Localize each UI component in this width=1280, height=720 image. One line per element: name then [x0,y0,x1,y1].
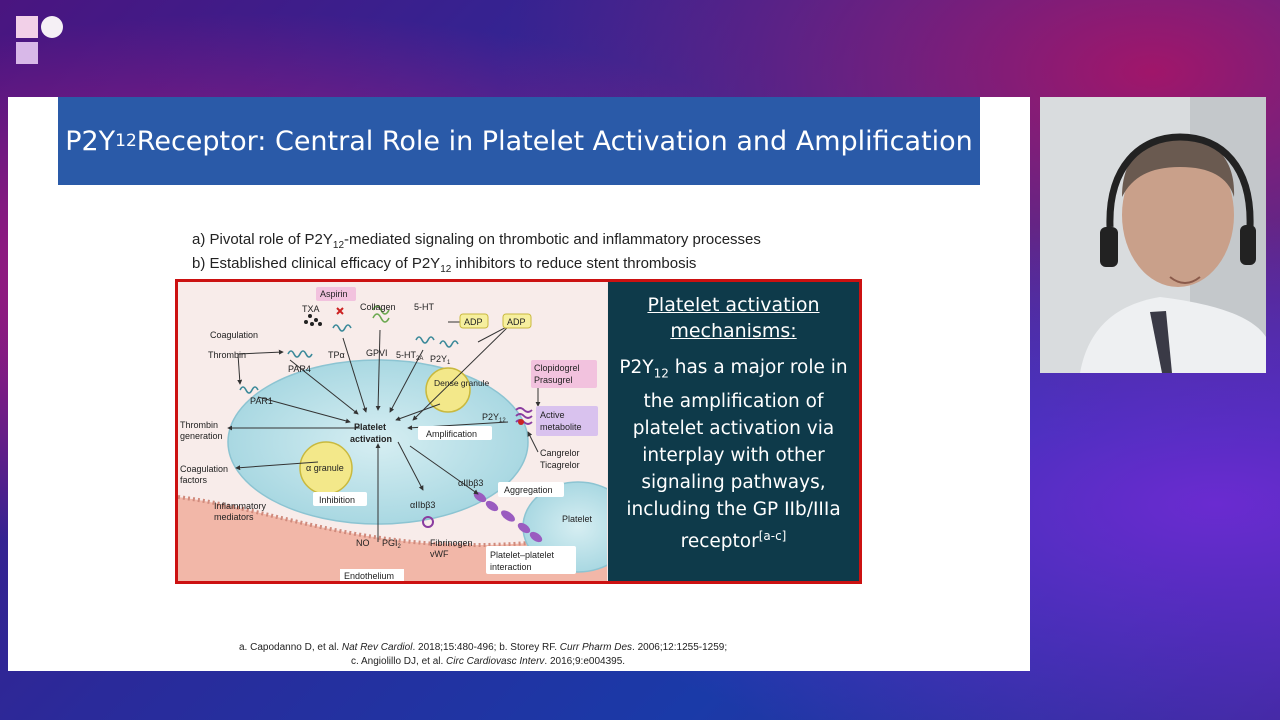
bullet-text-rest: -mediated signaling on thrombotic and in… [344,231,761,248]
aspirin-inhibit-icon [336,307,344,315]
aiib-left-icon [422,516,434,528]
label-inflammatory-2: mediators [214,512,254,522]
label-p2y1: P2Y1 [430,354,451,366]
title-subscript: 12 [115,131,137,151]
label-adp-1: ADP [464,317,483,327]
label-dense-granule: Dense granule [434,378,490,388]
p2y1-receptor [439,340,459,348]
reference-line-1: a. Capodanno D, et al. Nat Rev Cardiol. … [239,642,728,653]
adp-box-1 [459,313,489,329]
title-text-rest: Receptor: Central Role in Platelet Activ… [136,125,973,157]
label-fibrinogen: Fibrinogen [430,538,473,548]
label-no: NO [356,538,370,548]
bullet-a: a) Pivotal role of P2Y12-mediated signal… [192,231,761,251]
label-ppi-1: Platelet–platelet [490,550,555,560]
par4-receptor [287,350,313,358]
label-pgi2: PGI2 [382,538,402,550]
label-txa: TXA [302,304,320,314]
callout-heading: Platelet activation mechanisms: [608,292,859,344]
bullet-text: b) Established clinical efficacy of P2Y [192,255,441,272]
label-prasugrel: Prasugrel [534,375,573,385]
inhibition-box [313,492,367,506]
bullet-text: a) Pivotal role of P2Y [192,231,333,248]
label-cangrelor: Cangrelor [540,448,580,458]
label-par1: PAR1 [250,396,273,406]
label-alpha-granule: α granule [306,463,344,473]
bullet-subscript: 12 [332,240,345,251]
label-coag-factors-1: Coagulation [180,464,228,474]
ppi-box [486,546,576,574]
label-active: Active [540,410,565,420]
presenter-logo-icon [16,16,63,64]
active-metabolite-box [536,406,598,436]
label-thrombin-gen-1: Thrombin [180,420,218,430]
label-aiib-1: αIIbβ3 [458,478,483,488]
bullet-subscript: 12 [440,264,452,275]
label-thrombin-gen-2: generation [180,431,223,441]
label-tpa: TPα [328,350,345,360]
callout-body-subscript: 12 [653,366,669,381]
callout-body-text: P2Y [619,357,654,378]
5ht-receptor [415,336,435,344]
par1-receptor [239,386,259,394]
label-metabolite: metabolite [540,422,582,432]
label-coag-factors-2: factors [180,475,208,485]
platelet-activation-diagram: Aspirin TXA Collagen 5-HT Coagulation Th… [178,282,607,581]
label-vwf: vWF [430,549,449,559]
aggregation-box [498,482,564,497]
label-amplification: Amplification [426,429,477,439]
label-thrombin: Thrombin [208,350,246,360]
label-aggregation: Aggregation [504,485,553,495]
callout-body: P2Y12 has a major role in the amplificat… [608,354,859,555]
label-adp-2: ADP [507,317,526,327]
label-coagulation: Coagulation [210,330,258,340]
callout-body-superscript: [a-c] [758,528,787,543]
label-ppi-2: interaction [490,562,532,572]
label-p2y12: P2Y12 [482,412,506,424]
adp-box-2 [502,313,532,329]
label-5ht2a: 5-HT2A [396,350,423,362]
title-text: P2Y [65,125,116,157]
label-inflammatory-1: Inflammatory [214,501,267,511]
label-platelet: Platelet [562,514,593,524]
label-par4: PAR4 [288,364,311,374]
dense-granule [425,367,471,413]
bullet-text-rest: inhibitors to reduce stent thrombosis [451,255,697,272]
label-ticagrelor: Ticagrelor [540,460,580,470]
txa-molecule-icon [304,314,322,326]
label-collagen: Collagen [360,302,396,312]
callout-heading-line-2: mechanisms: [670,320,797,342]
label-5ht: 5-HT [414,302,435,312]
label-platelet-activation-1: Platelet [354,422,386,432]
label-gpvi: GPVI [366,348,388,358]
label-inhibition: Inhibition [319,495,355,505]
presenter-video-icon [1040,97,1266,373]
amplification-box [418,426,492,440]
label-platelet-activation-2: activation [350,434,392,444]
bullet-b: b) Established clinical efficacy of P2Y1… [192,255,696,275]
platelet-figure: Aspirin TXA Collagen 5-HT Coagulation Th… [175,279,862,584]
label-aspirin: Aspirin [320,289,348,299]
aspirin-box [316,287,356,301]
callout-panel: Platelet activation mechanisms: P2Y12 ha… [608,282,859,581]
label-endothelium: Endothelium [344,571,394,581]
callout-heading-line-1: Platelet activation [647,294,820,316]
clopidogrel-box [531,360,597,388]
label-clopidogrel: Clopidogrel [534,363,580,373]
tpa-receptor [332,324,352,332]
collagen-icon [372,313,390,323]
callout-body-text-rest: has a major role in the amplification of… [626,357,848,552]
presenter-webcam [1040,97,1266,373]
label-aiib-2: αIIbβ3 [410,500,435,510]
reference-line-2: c. Angiolillo DJ, et al. Circ Cardiovasc… [351,656,626,667]
